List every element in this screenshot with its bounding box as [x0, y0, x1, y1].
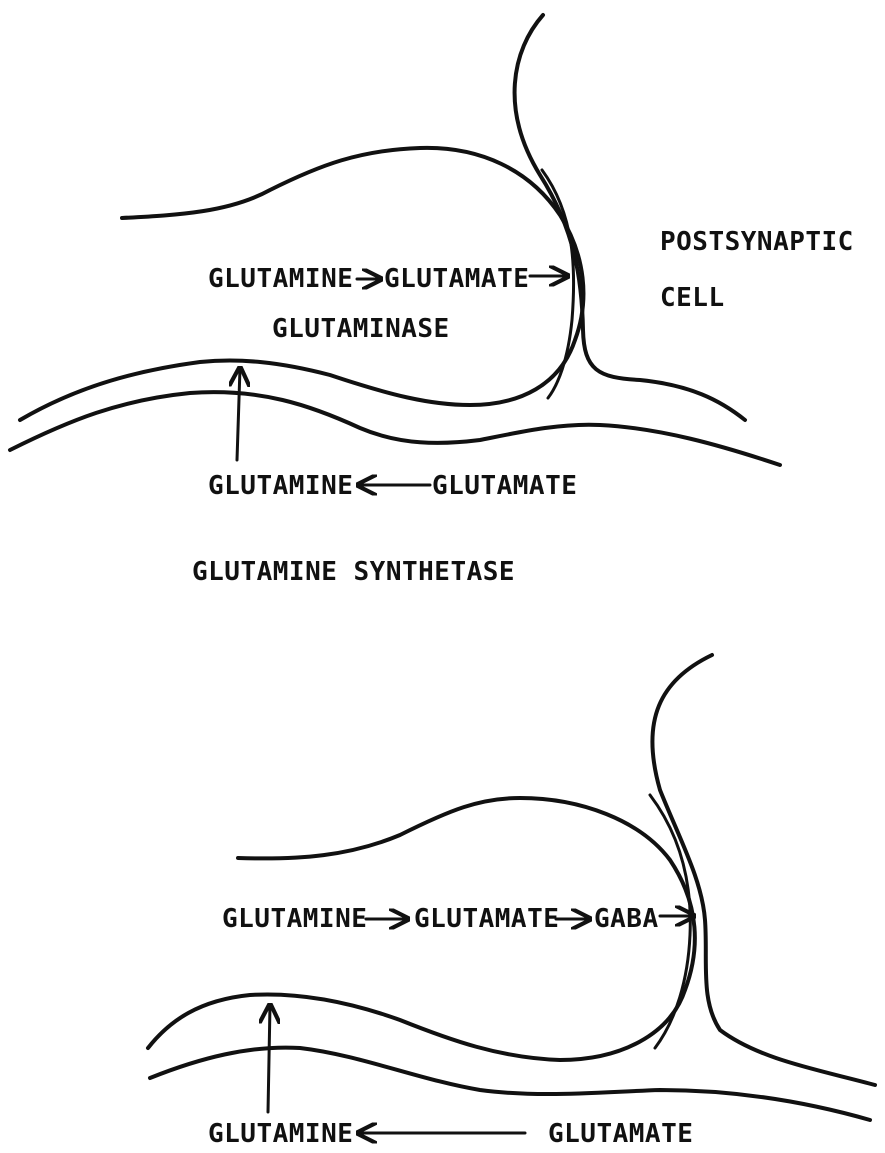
top-glutamine-uptake-arrow	[237, 368, 240, 460]
bottom-glia-glutamine-label: GLUTAMINE	[208, 1119, 353, 1149]
top-postsynaptic-cell-outline	[515, 15, 745, 420]
top-glia-glutamine-label: GLUTAMINE	[208, 471, 353, 501]
postsynaptic-label-line2: CELL	[660, 283, 725, 313]
bottom-neuron-glutamine-label: GLUTAMINE	[222, 904, 367, 934]
top-neuron-glutamine-label: GLUTAMINE	[208, 264, 353, 294]
glutamine-synthetase-enzyme-label: GLUTAMINE SYNTHETASE	[192, 557, 515, 587]
top-panel: GLUTAMINE GLUTAMATE GLUTAMINASE POSTSYNA…	[10, 15, 854, 587]
bottom-glia-glutamate-label: GLUTAMATE	[548, 1119, 693, 1149]
bottom-glutamine-uptake-arrow	[268, 1005, 270, 1112]
postsynaptic-label-line1: POSTSYNAPTIC	[660, 227, 854, 257]
top-glutaminase-enzyme-label: GLUTAMINASE	[272, 314, 450, 344]
bottom-neuron-gaba-label: GABA	[594, 904, 659, 934]
bottom-glial-membrane	[150, 1048, 870, 1120]
bottom-panel: GLUTAMINE GLUTAMATE GABA GLUTAMINE GLUTA…	[148, 655, 875, 1149]
top-glia-glutamate-label: GLUTAMATE	[432, 471, 577, 501]
bottom-neuron-glutamate-label: GLUTAMATE	[414, 904, 559, 934]
top-glial-membrane	[10, 392, 780, 465]
top-neuron-glutamate-label: GLUTAMATE	[384, 264, 529, 294]
